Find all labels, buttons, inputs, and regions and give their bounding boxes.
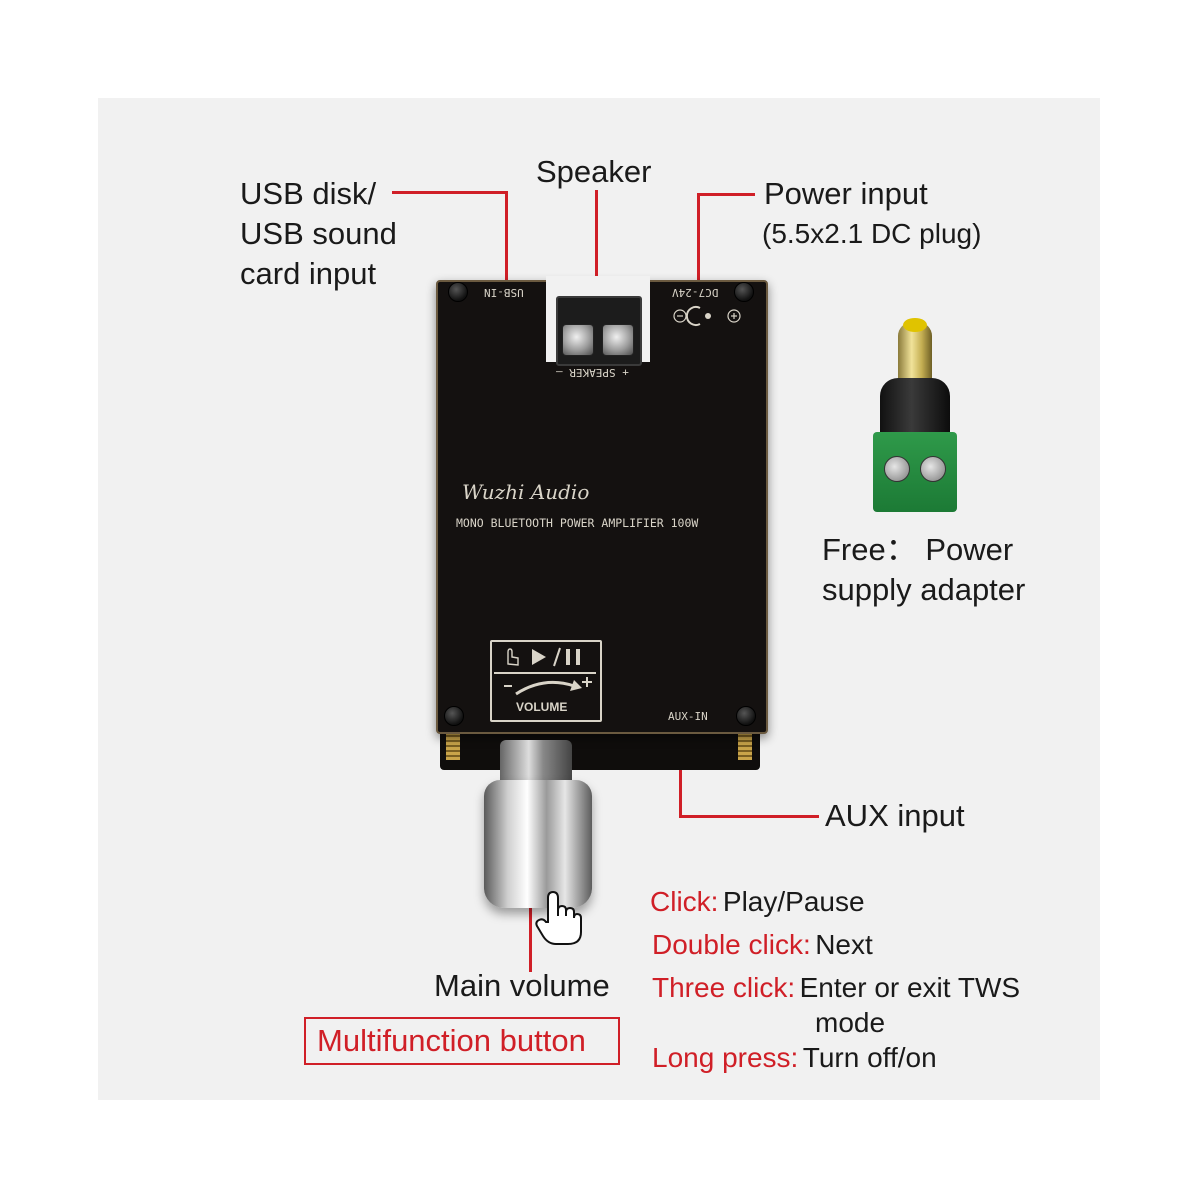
function-row: Long press: Turn off/on [652,1038,937,1078]
multifunction-button-label: Multifunction button [317,1023,586,1058]
usb-in-silkscreen: USB-IN [484,286,524,299]
pcb-edge [440,728,760,770]
dc-plug-screw-left [884,456,910,482]
function-action: Three click: [652,972,796,1003]
function-action: Click: [650,886,719,917]
dc-plug-body [880,378,950,440]
speaker-leader-v [595,190,598,290]
screw-top-right [734,282,754,302]
dc-plug-screw-right [920,456,946,482]
usb-leader-h [392,191,508,194]
usb-label-3: card input [240,256,377,291]
screw-bottom-left [444,706,464,726]
volume-knob[interactable] [484,780,592,908]
volume-leader-v [529,880,532,972]
volume-arc-icon [494,674,596,698]
function-row: mode [815,1003,885,1043]
brand-logo: Wuzhi Audio [462,480,590,504]
function-result: Enter or exit TWS [799,972,1021,1003]
dc-jack-icon [672,304,742,328]
gold-spacer-right [738,734,752,760]
power-leader-v [697,193,700,283]
volume-silkscreen: VOLUME [516,700,568,714]
function-row: Click: Play/Pause [650,882,865,922]
multifunction-button-frame [304,1017,620,1065]
function-result: Turn off/on [802,1042,937,1073]
power-input-label: Power input [764,176,928,211]
model-silkscreen: MONO BLUETOOTH POWER AMPLIFIER 100W [456,516,699,530]
aux-leader-v [679,740,682,818]
aux-in-silkscreen: AUX-IN [668,710,708,723]
screw-bottom-right [736,706,756,726]
screw-top-left [448,282,468,302]
speaker-label: Speaker [536,154,652,189]
free-adapter-label-1: Free： Power [822,532,1014,567]
function-action: Long press: [652,1042,799,1073]
volume-silkscreen-box [490,640,602,722]
function-result: Next [815,929,873,960]
gold-spacer-left [446,734,460,760]
dc-silkscreen: DC7-24V [672,286,719,299]
usb-label-2: USB sound [240,216,397,251]
function-row: Three click: Enter or exit TWS [652,968,1020,1008]
usb-leader-v [505,191,508,283]
power-input-sub-label: (5.5x2.1 DC plug) [762,218,982,249]
speaker-terminal-positive[interactable] [562,324,594,356]
dc-plug-insulator [903,318,927,332]
main-volume-label: Main volume [434,968,610,1003]
speaker-silkscreen: + SPEAKER — [556,366,629,379]
aux-leader-h [679,815,819,818]
power-leader-h [697,193,755,196]
usb-label-1: USB disk/ [240,176,377,211]
function-result: mode [815,1007,886,1038]
free-adapter-label-2: supply adapter [822,572,1026,607]
function-row: Double click: Next [652,925,873,965]
play-pause-icon [494,644,596,674]
aux-input-label: AUX input [825,798,965,833]
pointing-hand-icon [534,888,584,948]
function-action: Double click: [652,929,811,960]
function-result: Play/Pause [722,886,865,917]
speaker-terminal-negative[interactable] [602,324,634,356]
